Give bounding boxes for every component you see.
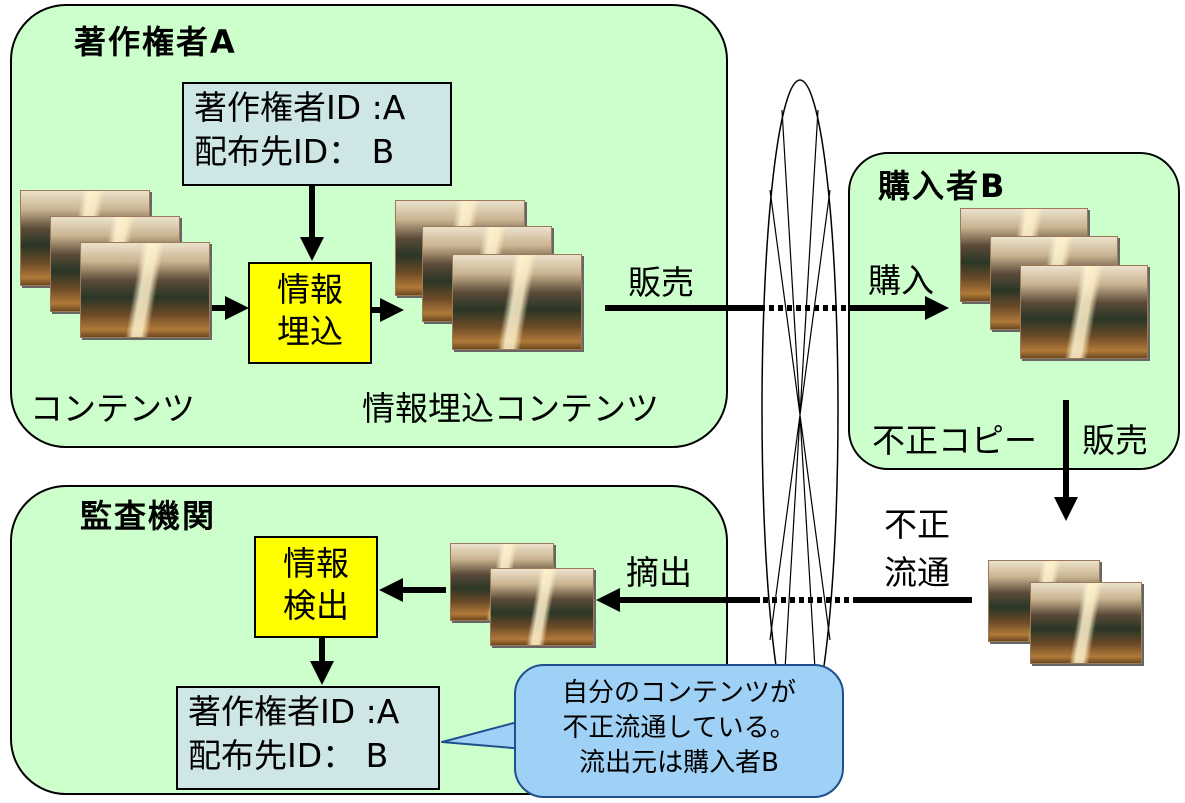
callout-line2: 不正流通している。	[562, 713, 796, 743]
network-crossing-icon	[761, 79, 839, 741]
detect-label-line2: 検出	[283, 586, 349, 625]
illegal-distribution-label-line2: 流通	[884, 553, 950, 592]
detected-distribution-id-line: 配布先ID： B	[188, 736, 389, 775]
info-detect-box: 情報 検出	[254, 536, 378, 638]
callout-line1: 自分のコンテンツが	[561, 678, 796, 708]
buyer-panel-title: 購入者B	[878, 167, 1007, 205]
audit-panel-title: 監査機関	[80, 497, 217, 535]
detected-id-box: 著作権者ID :A 配布先ID： B	[176, 686, 440, 790]
illegal-distribution-label-line1: 不正	[884, 505, 950, 544]
purchase-label: 購入	[868, 261, 934, 300]
detect-label-line1: 情報	[283, 544, 349, 583]
embed-label-line2: 埋込	[277, 312, 343, 351]
callout-line3: 流出元は購入者B	[579, 748, 779, 778]
illegal-copy-photo	[1030, 582, 1142, 664]
content-photo	[80, 242, 210, 338]
purchased-content-photo	[1020, 265, 1148, 359]
embedded-content-label: 情報埋込コンテンツ	[362, 389, 659, 428]
resale-label: 販売	[1082, 421, 1148, 460]
embed-label-line1: 情報	[277, 270, 343, 309]
distribution-id-line: 配布先ID： B	[194, 132, 395, 171]
extracted-content-photo	[490, 568, 594, 646]
extract-label: 摘出	[626, 553, 692, 592]
detection-callout: 自分のコンテンツが 不正流通している。 流出元は購入者B	[514, 664, 844, 798]
author-id-line: 著作権者ID :A	[194, 88, 406, 127]
author-panel-title: 著作権者A	[74, 23, 237, 61]
content-label: コンテンツ	[30, 389, 195, 428]
illegal-copy-label: 不正コピー	[872, 421, 1037, 460]
detected-author-id-line: 著作権者ID :A	[188, 692, 400, 731]
info-embed-box: 情報 埋込	[248, 262, 372, 364]
embedded-content-photo	[452, 254, 582, 350]
sale-label: 販売	[628, 263, 694, 302]
author-id-box: 著作権者ID :A 配布先ID： B	[182, 82, 452, 186]
